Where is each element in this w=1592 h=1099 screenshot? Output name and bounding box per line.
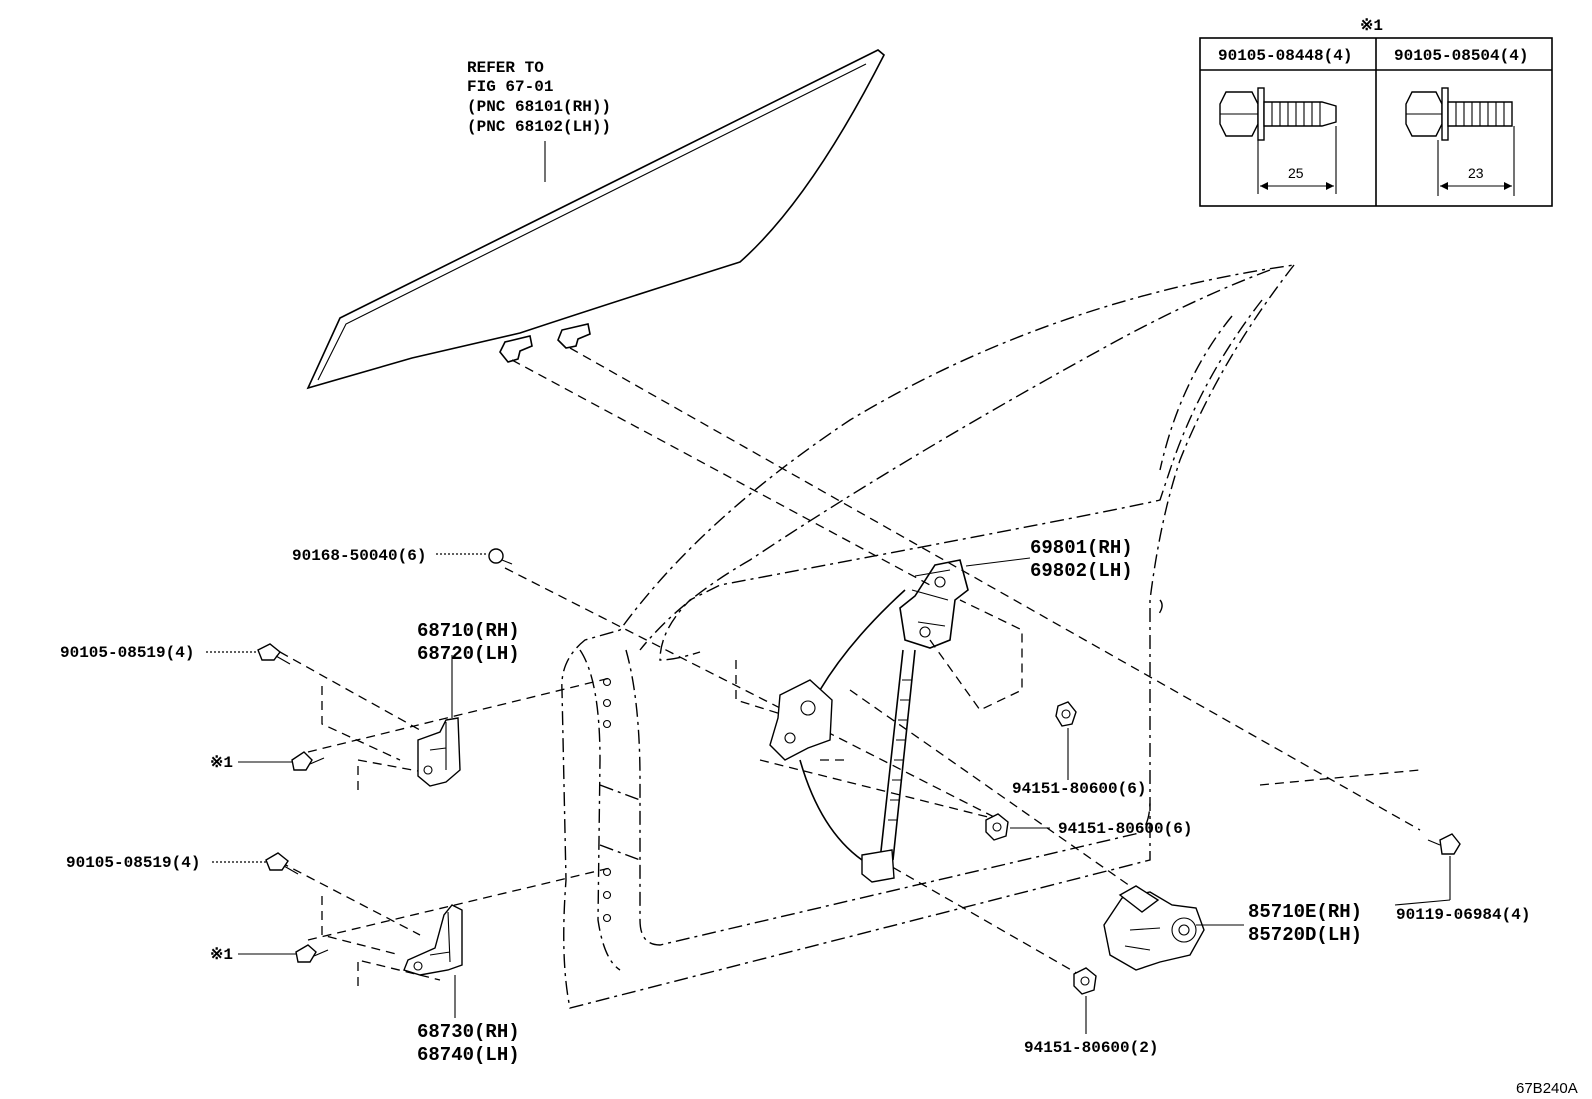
glass-note-line-1: REFER TO xyxy=(467,59,544,77)
figure-id: 67B240A xyxy=(1516,1080,1578,1097)
nut-b xyxy=(985,813,1050,841)
label-motor-rh: 85710E(RH) xyxy=(1248,901,1362,923)
upper-hinge xyxy=(417,655,461,787)
label-screw-right: 90119-06984(4) xyxy=(1396,906,1530,924)
label-lower-marker-bolt: ※1 xyxy=(210,946,233,964)
label-bolt-top: 90168-50040(6) xyxy=(292,547,426,565)
label-regulator-rh: 69801(RH) xyxy=(1030,537,1133,559)
bolt-table: ※1 90105-08448(4) 90105-08504(4) 25 xyxy=(1199,17,1553,207)
bolt-2-length: 23 xyxy=(1468,165,1484,181)
label-nut-a: 94151-80600(6) xyxy=(1012,780,1146,798)
label-lower-hinge-bolt: 90105-08519(4) xyxy=(66,854,200,872)
screw-right xyxy=(1427,833,1461,900)
label-upper-hinge-rh: 68710(RH) xyxy=(417,620,520,642)
nut-c xyxy=(1073,967,1097,1034)
label-motor-lh: 85720D(LH) xyxy=(1248,924,1362,946)
bolt-2-drawing: 23 xyxy=(1405,87,1515,196)
label-upper-hinge-bolt: 90105-08519(4) xyxy=(60,644,194,662)
lower-marker-bolt xyxy=(238,944,329,963)
bolt-table-marker: ※1 xyxy=(1360,17,1383,35)
label-nut-c: 94151-80600(2) xyxy=(1024,1039,1158,1057)
glass-note-line-2: FIG 67-01 xyxy=(467,78,553,96)
label-lower-hinge-lh: 68740(LH) xyxy=(417,1044,520,1066)
bolt-1-part-no: 90105-08448(4) xyxy=(1218,47,1352,65)
leader-lines xyxy=(965,557,1451,906)
label-lower-hinge-rh: 68730(RH) xyxy=(417,1021,520,1043)
glass-note-line-3: (PNC 68101(RH)) xyxy=(467,98,611,116)
label-upper-hinge-lh: 68720(LH) xyxy=(417,643,520,665)
upper-marker-bolt xyxy=(238,751,325,771)
door-frame-outline xyxy=(561,264,1295,1009)
window-regulator xyxy=(769,559,969,883)
upper-hinge-bolt xyxy=(206,643,291,665)
bolt-1-length: 25 xyxy=(1288,165,1304,181)
lower-hinge-bolt xyxy=(212,852,299,875)
glass-reference-note: REFER TO FIG 67-01 (PNC 68101(RH)) (PNC … xyxy=(467,59,611,136)
label-regulator-lh: 69802(LH) xyxy=(1030,560,1133,582)
lower-hinge xyxy=(403,904,463,1018)
bolt-1-drawing: 25 xyxy=(1219,87,1337,194)
bolt-2-part-no: 90105-08504(4) xyxy=(1394,47,1528,65)
label-upper-marker-bolt: ※1 xyxy=(210,754,233,772)
assembly-guide-lines xyxy=(279,347,1421,986)
nut-a xyxy=(1055,701,1077,780)
window-motor xyxy=(1103,885,1244,971)
bolt-top xyxy=(436,548,513,565)
label-nut-b: 94151-80600(6) xyxy=(1058,820,1192,838)
glass-note-line-4: (PNC 68102(LH)) xyxy=(467,118,611,136)
door-glass xyxy=(306,49,886,390)
